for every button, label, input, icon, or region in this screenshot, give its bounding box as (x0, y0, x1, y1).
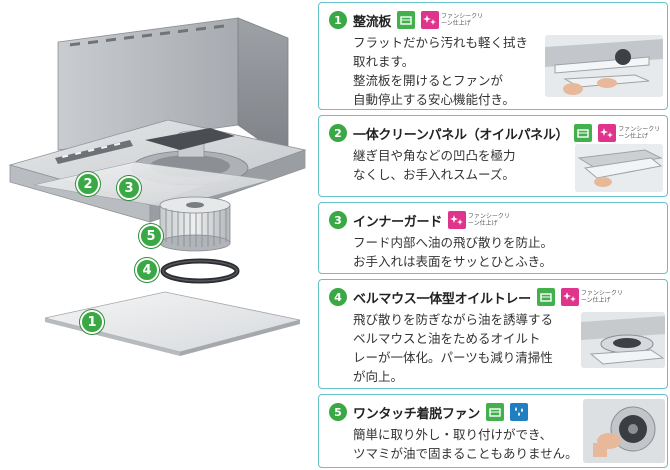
dishwasher-icon (397, 11, 416, 29)
dishwasher-icon (486, 403, 505, 421)
fancy-clean-tag: ファンシークリーン仕上げ (560, 288, 625, 306)
card-title: 一体クリーンパネル（オイルパネル） (353, 127, 569, 143)
card-header: 2 一体クリーンパネル（オイルパネル） ファンシークリーン仕上げ (329, 122, 662, 144)
card-description: フラットだから汚れも軽く拭き 取れます。 整流板を開けるとファンが 自動停止する… (353, 35, 529, 107)
sparkle-icon (560, 288, 579, 306)
dish-tag (536, 288, 555, 306)
card-header: 1 整流板 ファンシークリーン仕上げ (329, 9, 485, 31)
water-drops-icon (510, 403, 529, 421)
card-header: 5 ワンタッチ着脱ファン (329, 401, 529, 423)
feature-card-clean-panel: 2 一体クリーンパネル（オイルパネル） ファンシークリーン仕上げ 継ぎ目や角など… (318, 115, 668, 197)
sparkle-icon (421, 11, 440, 29)
sparkle-icon (447, 211, 466, 229)
card-number: 4 (329, 288, 347, 306)
fancy-clean-label: ファンシークリーン仕上げ (467, 213, 510, 227)
feature-card-inner-guard: 3 インナーガード ファンシークリーン仕上げ フード内部へ油の飛び散りを防止。 … (318, 202, 668, 274)
fancy-clean-tag: ファンシークリーン仕上げ (598, 124, 662, 142)
fancy-clean-label: ファンシークリーン仕上げ (441, 13, 484, 27)
card-description: フード内部へ油の飛び散りを防止。 お手入れは表面をサッとひとふき。 (353, 235, 554, 269)
feature-card-rectification-plate: 1 整流板 ファンシークリーン仕上げ フラットだから汚れも軽く拭き 取れます。 … (318, 2, 668, 110)
card-number: 1 (329, 11, 347, 29)
plate-photo (545, 35, 663, 97)
oil-tray-photo (581, 312, 665, 368)
callout-1: 1 (80, 310, 104, 334)
fancy-clean-label: ファンシークリーン仕上げ (580, 290, 623, 304)
card-title: ベルマウス一体型オイルトレー (353, 291, 531, 307)
rectification-plate (44, 291, 301, 356)
feature-card-oil-tray: 4 ベルマウス一体型オイルトレー ファンシークリーン仕上げ 飛び散りを防ぎながら… (318, 279, 668, 389)
card-number: 2 (329, 124, 347, 142)
water-tag (510, 403, 529, 421)
dish-tag (574, 124, 593, 142)
bellmouth-oil-tray-ring (160, 258, 240, 284)
dishwasher-icon (536, 288, 555, 306)
card-description: 飛び散りを防ぎながら油を誘導する ベルマウスと油をためるオイルト レーが一体化。… (353, 312, 554, 384)
dish-tag (486, 403, 505, 421)
dishwasher-icon (574, 124, 593, 142)
panel-photo (575, 144, 663, 192)
dish-tag (397, 11, 416, 29)
sirocco-fan (159, 196, 231, 252)
card-header: 3 インナーガード ファンシークリーン仕上げ (329, 209, 512, 231)
card-number: 5 (329, 403, 347, 421)
sparkle-icon (598, 124, 617, 142)
fan-photo (583, 399, 665, 463)
callout-2: 2 (76, 172, 100, 196)
fancy-clean-tag: ファンシークリーン仕上げ (421, 11, 485, 29)
card-number: 3 (329, 211, 347, 229)
card-header: 4 ベルマウス一体型オイルトレー ファンシークリーン仕上げ (329, 286, 625, 308)
card-description: 継ぎ目や角などの凹凸を極力 なくし、お手入れスムーズ。 (353, 148, 516, 182)
feature-card-fan: 5 ワンタッチ着脱ファン 簡単に取り外し・取り付けができ、 ツマミが油で固まるこ… (318, 394, 668, 468)
callout-4: 4 (135, 258, 159, 282)
callout-3: 3 (117, 176, 141, 200)
hood-back-casing (57, 17, 289, 161)
callout-5: 5 (139, 224, 163, 248)
fancy-clean-tag: ファンシークリーン仕上げ (447, 211, 512, 229)
range-hood-exploded-view: 2 3 5 4 1 (0, 0, 312, 470)
card-description: 簡単に取り外し・取り付けができ、 ツマミが油で固まることもありません。 (353, 427, 578, 461)
card-title: 整流板 (353, 14, 392, 30)
card-title: インナーガード (353, 214, 442, 230)
fancy-clean-label: ファンシークリーン仕上げ (618, 126, 661, 140)
card-title: ワンタッチ着脱ファン (353, 406, 481, 422)
